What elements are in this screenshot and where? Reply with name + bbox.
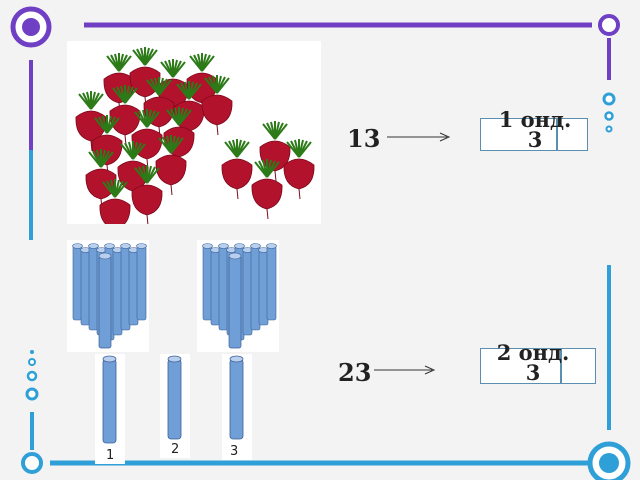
row2-answer-box[interactable] xyxy=(480,348,596,384)
beet-icon xyxy=(99,179,131,240)
single-stick-3-number: 3 xyxy=(230,444,239,459)
beetroot-group-icon xyxy=(75,47,315,240)
beetroot-picture xyxy=(67,41,321,240)
single-stick-icon xyxy=(167,355,182,440)
beet-icon xyxy=(131,165,163,226)
beet-icon xyxy=(109,85,141,146)
stick-bundle-1 xyxy=(67,240,149,352)
row1-answer-box[interactable] xyxy=(480,118,588,151)
row2-arrow-icon xyxy=(374,365,436,375)
single-stick-icon xyxy=(102,355,117,444)
row2-answer-label: 2 онд. 3 xyxy=(496,340,570,385)
stick-bundle-2 xyxy=(197,240,279,352)
stick-bundle-icon xyxy=(202,243,277,349)
single-stick-1: 1 xyxy=(95,354,125,464)
beet-icon xyxy=(75,91,107,152)
row1-answer-label: 1 онд. 3 xyxy=(498,107,572,152)
row2-count: 23 xyxy=(338,358,372,387)
stick-bundle-icon xyxy=(72,243,147,349)
beet-icon xyxy=(103,53,135,114)
beet-icon xyxy=(155,135,187,196)
single-stick-icon xyxy=(229,355,244,440)
row1-count: 13 xyxy=(347,124,381,153)
single-stick-2-number: 2 xyxy=(171,442,180,457)
single-stick-3: 3 xyxy=(222,354,252,460)
beet-icon xyxy=(186,53,218,114)
single-stick-1-number: 1 xyxy=(106,448,115,463)
single-stick-2: 2 xyxy=(160,354,190,458)
beet-icon xyxy=(201,75,233,136)
row1-arrow-icon xyxy=(387,132,451,142)
beet-icon xyxy=(251,159,283,220)
beet-icon xyxy=(221,139,253,200)
beet-icon xyxy=(283,139,315,200)
